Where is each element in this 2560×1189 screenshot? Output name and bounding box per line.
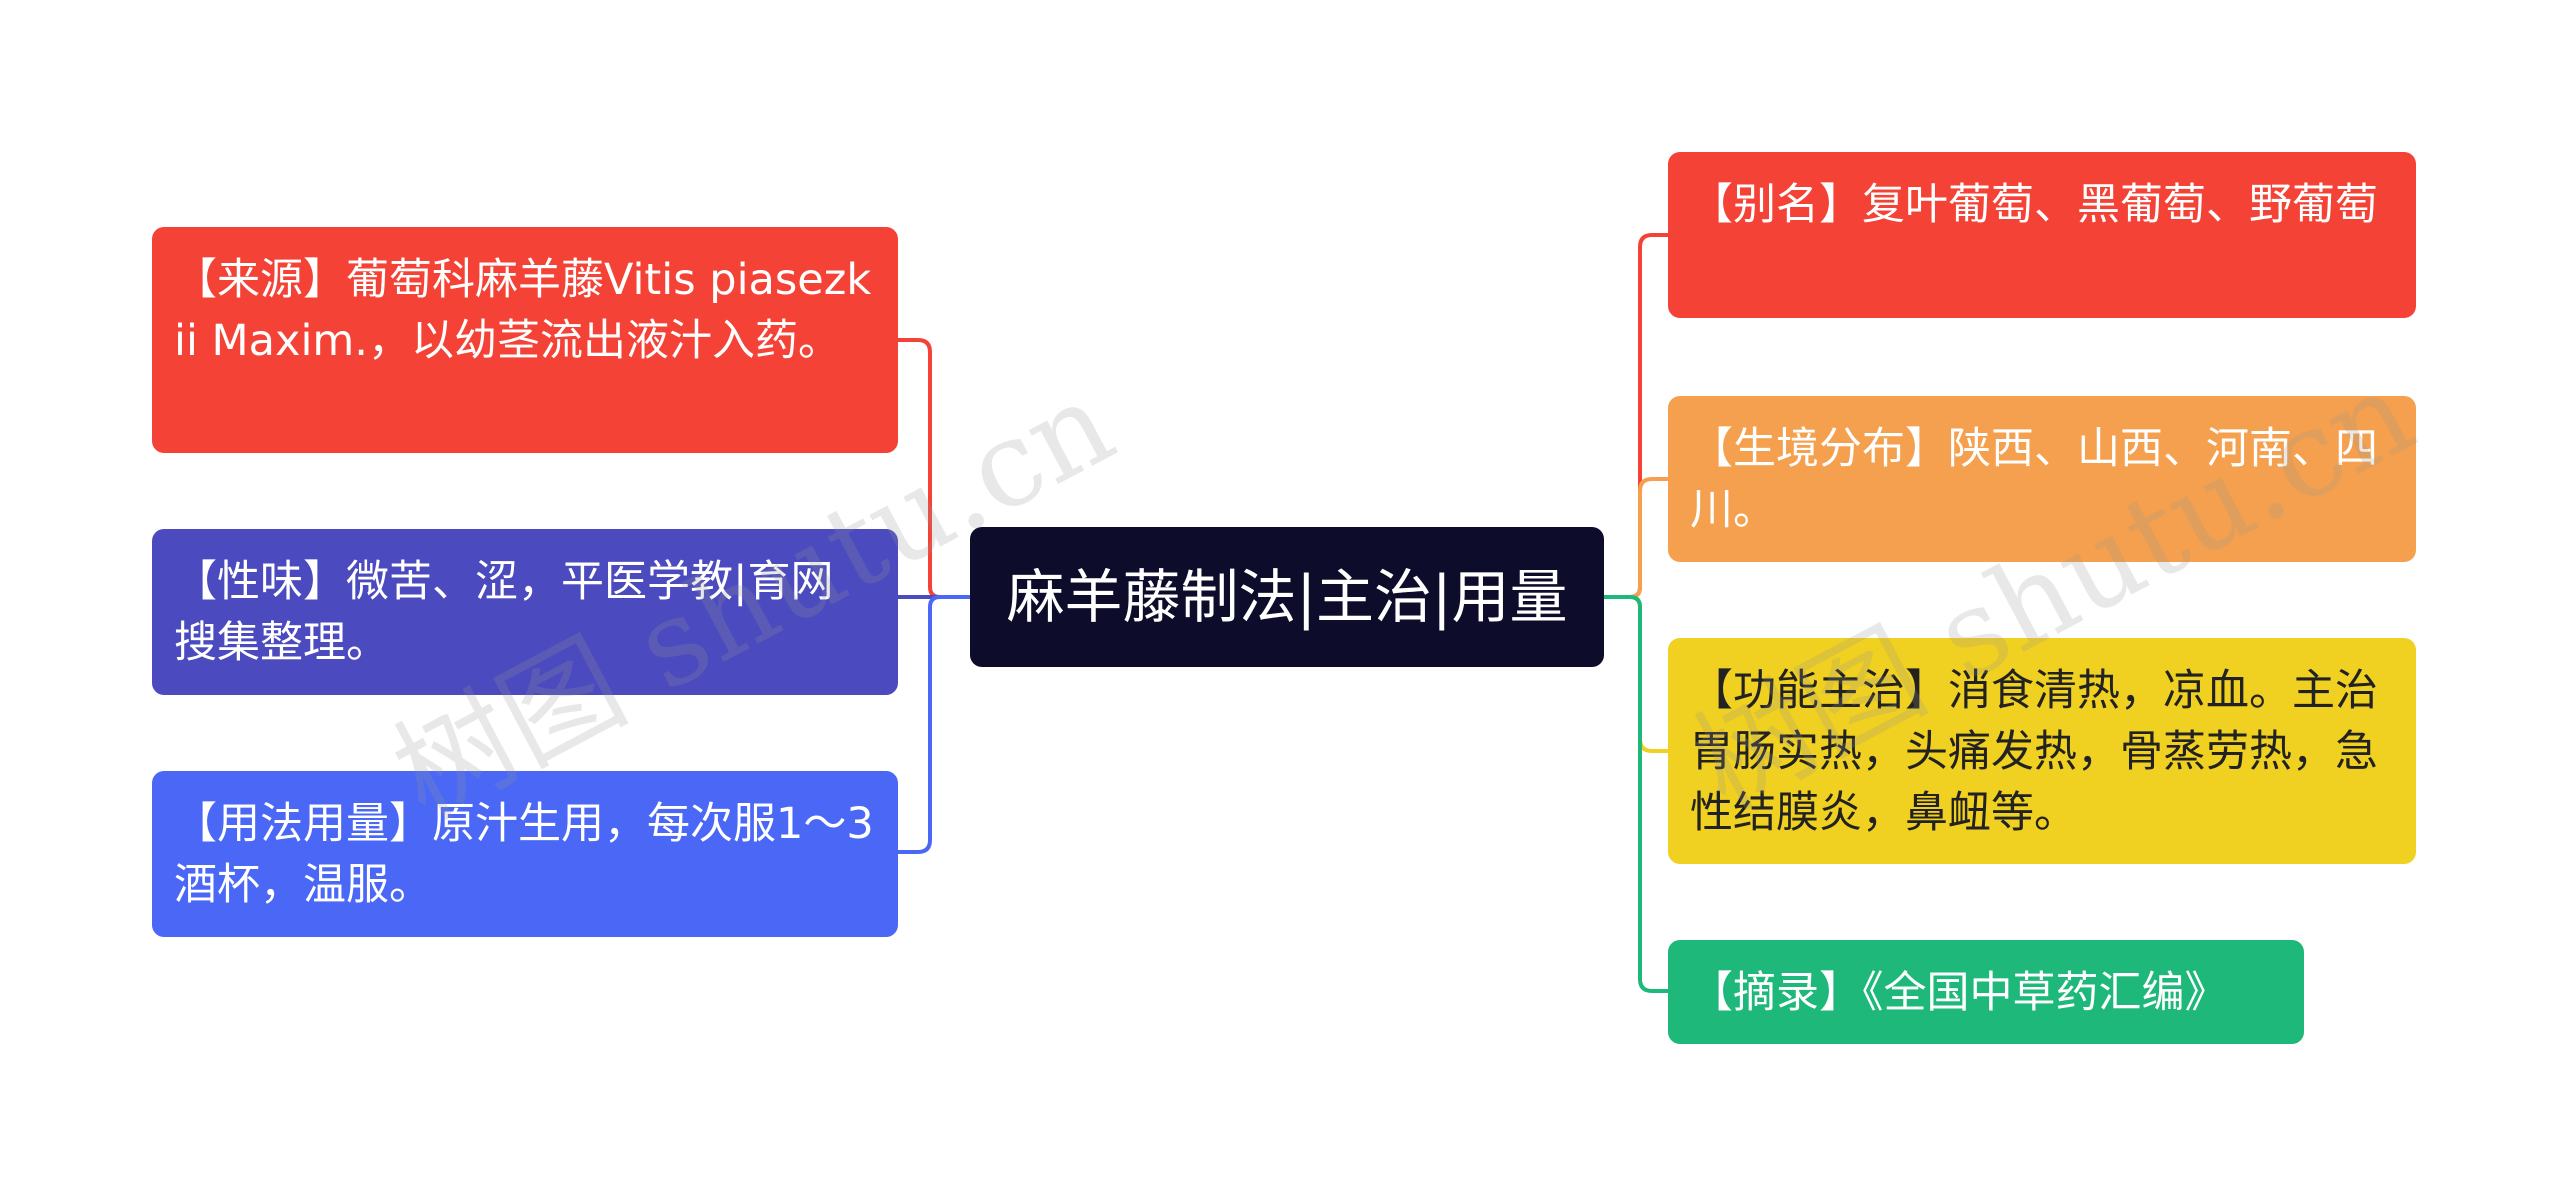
topic-usage[interactable]: 【用法用量】原汁生用，每次服1～3酒杯，温服。	[152, 771, 898, 937]
connector-alias	[1604, 233, 1668, 599]
topic-source[interactable]: 【来源】葡萄科麻羊藤Vitis piasezkii Maxim.，以幼茎流出液汁…	[152, 227, 898, 453]
topic-nature-label: 【性味】微苦、涩，平医学教|育网搜集整理。	[174, 557, 834, 668]
topic-excerpt-label: 【摘录】《全国中草药汇编》	[1690, 968, 2228, 1018]
topic-alias[interactable]: 【别名】复叶葡萄、黑葡萄、野葡萄	[1668, 152, 2416, 318]
connector-excerpt	[1604, 595, 1668, 993]
connector-usage	[898, 595, 970, 854]
connector-function	[1604, 595, 1668, 753]
center-topic-label: 麻羊藤制法|主治|用量	[1006, 563, 1568, 631]
center-topic[interactable]: 麻羊藤制法|主治|用量	[970, 527, 1604, 667]
topic-habitat-label: 【生境分布】陕西、山西、河南、四川。	[1690, 424, 2378, 535]
topic-alias-label: 【别名】复叶葡萄、黑葡萄、野葡萄	[1690, 180, 2378, 230]
topic-nature[interactable]: 【性味】微苦、涩，平医学教|育网搜集整理。	[152, 529, 898, 695]
topic-function[interactable]: 【功能主治】消食清热，凉血。主治胃肠实热，头痛发热，骨蒸劳热，急性结膜炎，鼻衄等…	[1668, 638, 2416, 864]
topic-habitat[interactable]: 【生境分布】陕西、山西、河南、四川。	[1668, 396, 2416, 562]
connector-source	[898, 338, 970, 599]
topic-function-label: 【功能主治】消食清热，凉血。主治胃肠实热，头痛发热，骨蒸劳热，急性结膜炎，鼻衄等…	[1690, 666, 2378, 838]
connector-habitat	[1604, 477, 1668, 599]
topic-usage-label: 【用法用量】原汁生用，每次服1～3酒杯，温服。	[174, 799, 874, 910]
topic-excerpt[interactable]: 【摘录】《全国中草药汇编》	[1668, 940, 2304, 1044]
topic-source-label: 【来源】葡萄科麻羊藤Vitis piasezkii Maxim.，以幼茎流出液汁…	[174, 255, 872, 366]
